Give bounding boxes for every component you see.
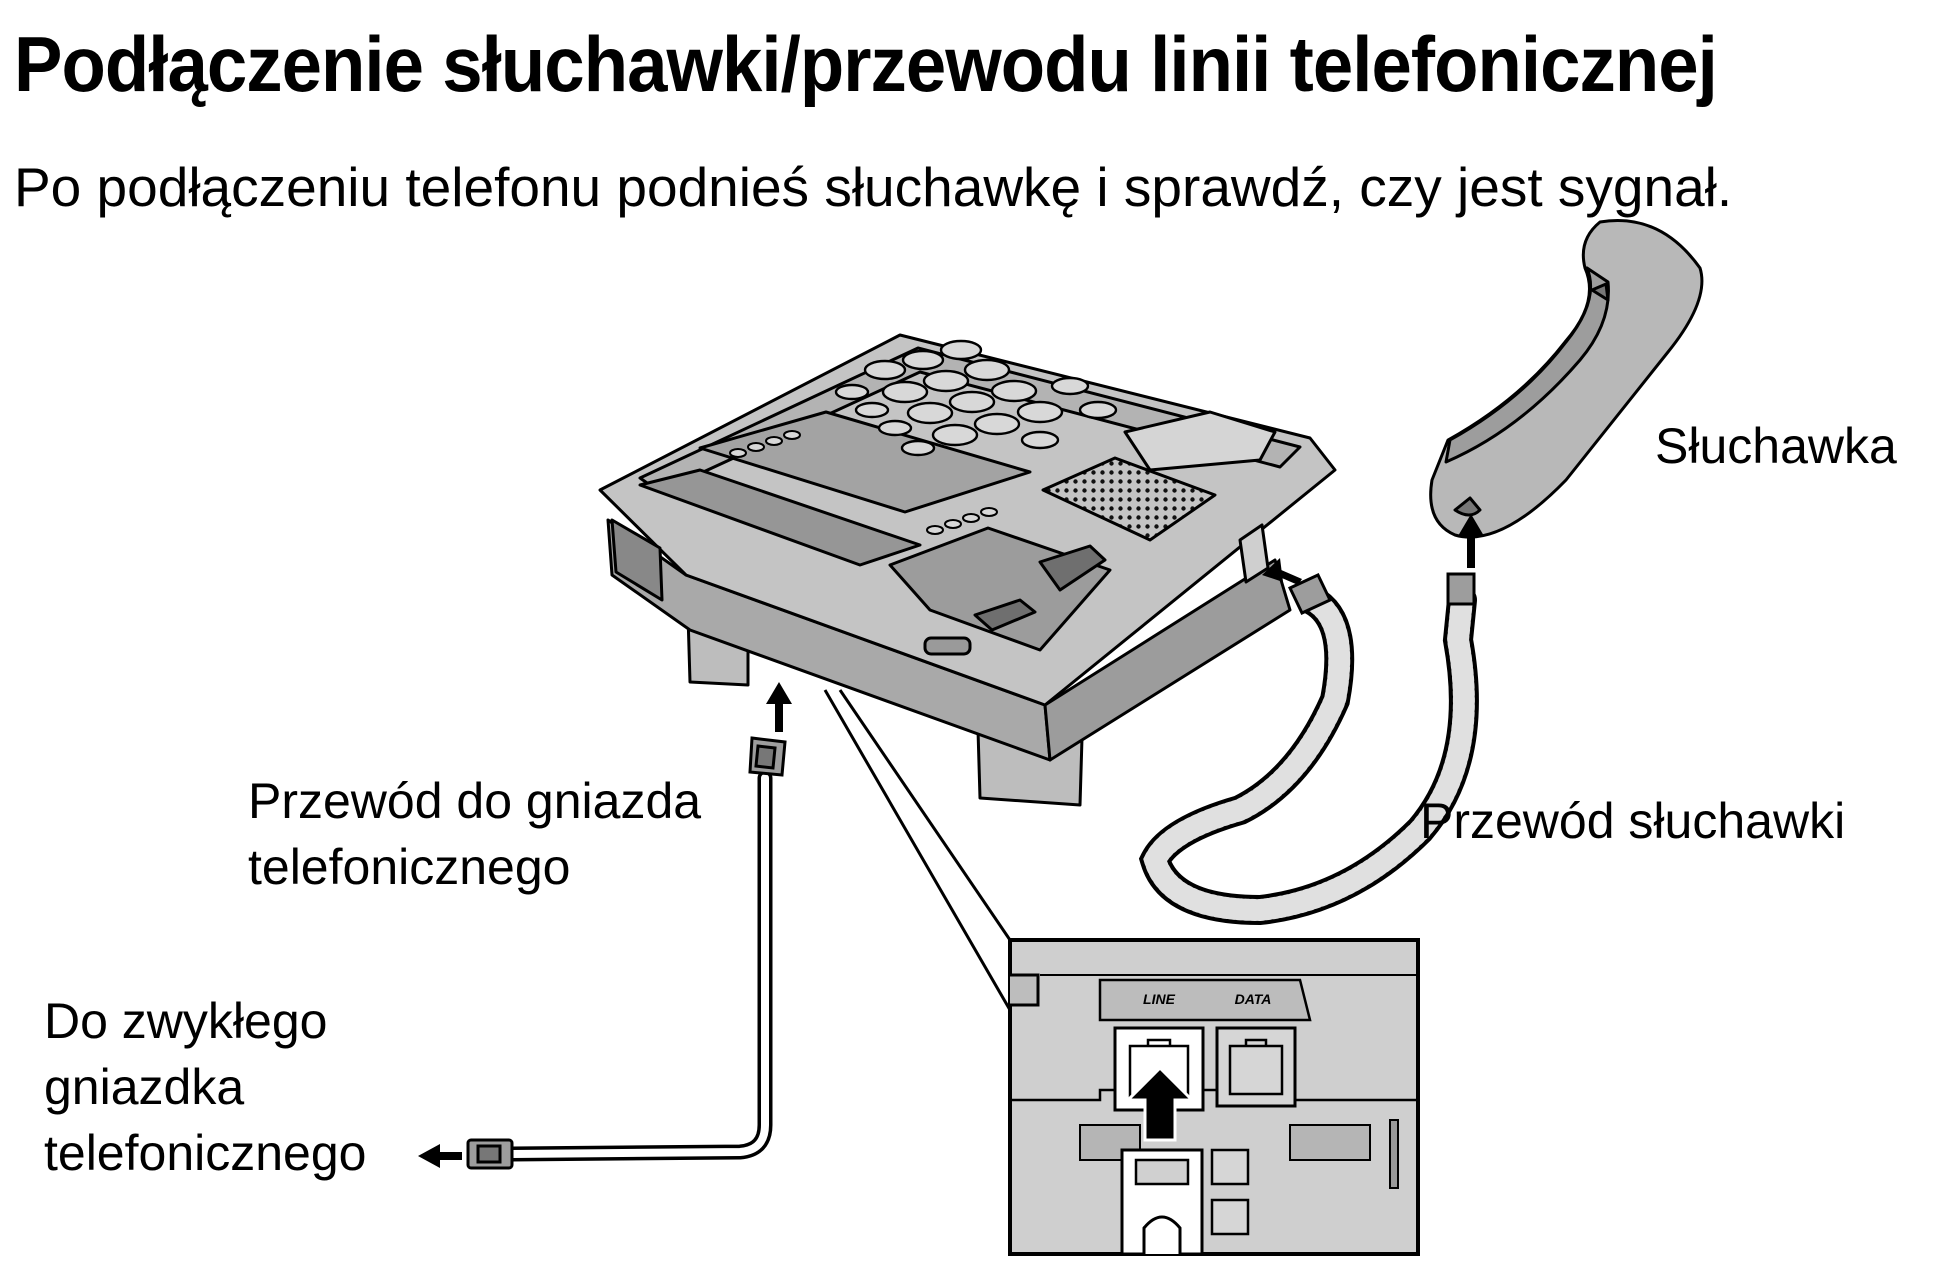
port-label-data: DATA	[1235, 991, 1272, 1007]
line-cord	[504, 770, 773, 1162]
arrow-icon	[418, 514, 1484, 1168]
function-buttons	[729, 430, 998, 535]
coiled-cord-icon	[1138, 585, 1479, 926]
callout-lines	[823, 689, 1012, 1011]
modular-plug-icon	[1287, 572, 1476, 615]
page-title: Podłączenie słuchawki/przewodu linii tel…	[14, 20, 1718, 108]
wall-jack-label-line3: telefonicznego	[44, 1125, 367, 1181]
handset	[1429, 219, 1704, 539]
wall-jack-label-line2: gniazdka	[44, 1059, 245, 1115]
modular-plug-icon	[466, 1138, 514, 1170]
handset-cord-label: Przewód słuchawki	[1420, 793, 1846, 849]
port-detail-inset: LINE DATA	[1008, 938, 1420, 1256]
wall-jack-label-line1: Do zwykłego	[44, 993, 328, 1049]
modular-plug-icon	[748, 736, 787, 777]
instruction-text: Po podłączeniu telefonu podnieś słuchawk…	[14, 156, 1733, 218]
keypad	[834, 339, 1118, 457]
line-cord-label-line1: Przewód do gniazda	[248, 773, 702, 829]
handset-label: Słuchawka	[1655, 418, 1897, 474]
port-label-line: LINE	[1143, 991, 1176, 1007]
line-cord-label-line2: telefonicznego	[248, 839, 571, 895]
